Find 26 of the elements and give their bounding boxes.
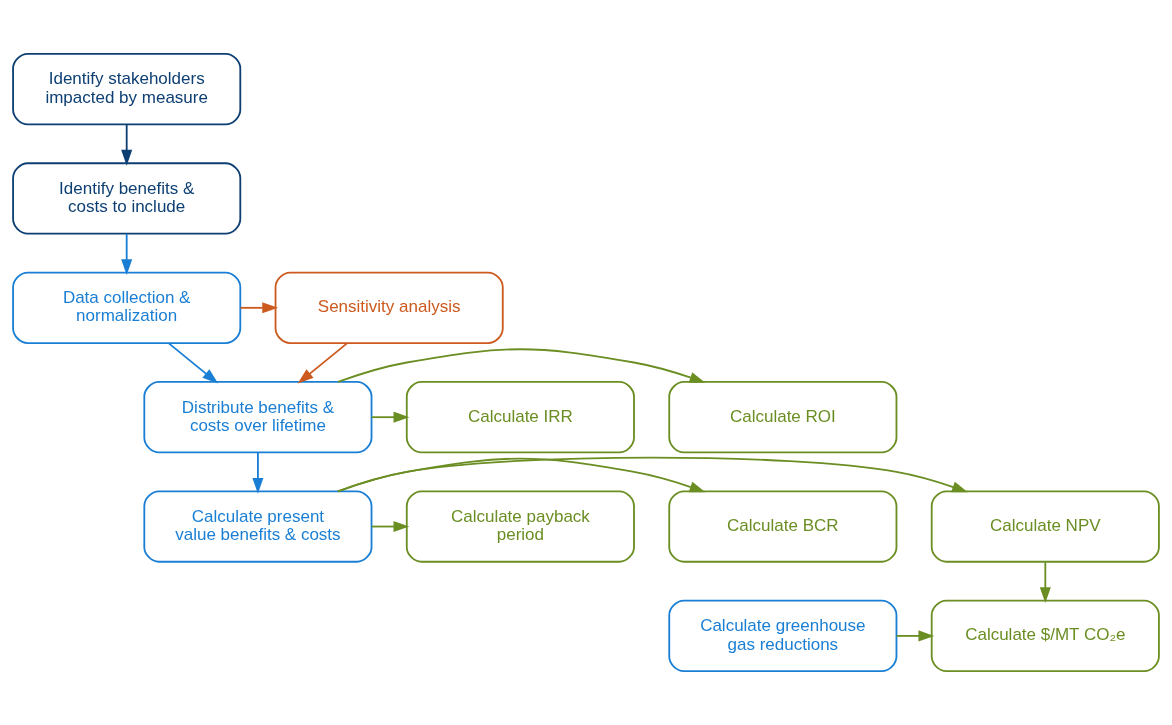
arrow (239, 302, 279, 314)
node-box: Calculate ROI (668, 381, 898, 454)
arrow (121, 123, 133, 166)
arrow (370, 521, 410, 533)
node-box: Calculate IRR (405, 381, 635, 454)
node-box: Identify benefits & costs to include (12, 162, 242, 235)
arrow (167, 342, 219, 384)
node-box: Data collection & normalization (12, 271, 242, 344)
arrow (297, 342, 349, 384)
arrow (252, 451, 264, 494)
node-box: Calculate present value benefits & costs (143, 490, 373, 563)
node-box: Calculate $/MT CO₂e (930, 599, 1160, 673)
node-box: Calculate payback period (405, 490, 635, 563)
arrow (895, 630, 935, 642)
node-box: Calculate greenhouse gas reductions (668, 599, 898, 673)
arrow (1039, 561, 1051, 604)
arrow (370, 411, 410, 423)
arrow (337, 457, 706, 493)
node-box: Distribute benefits & costs over lifetime (143, 381, 373, 454)
arrow (337, 348, 706, 383)
arrow (337, 456, 968, 493)
node-box: Calculate NPV (930, 490, 1160, 563)
node-box: Identify stakeholders impacted by measure (12, 52, 242, 126)
node-box: Sensitivity analysis (274, 271, 504, 344)
node-box: Calculate BCR (668, 490, 898, 563)
arrow (121, 233, 133, 275)
